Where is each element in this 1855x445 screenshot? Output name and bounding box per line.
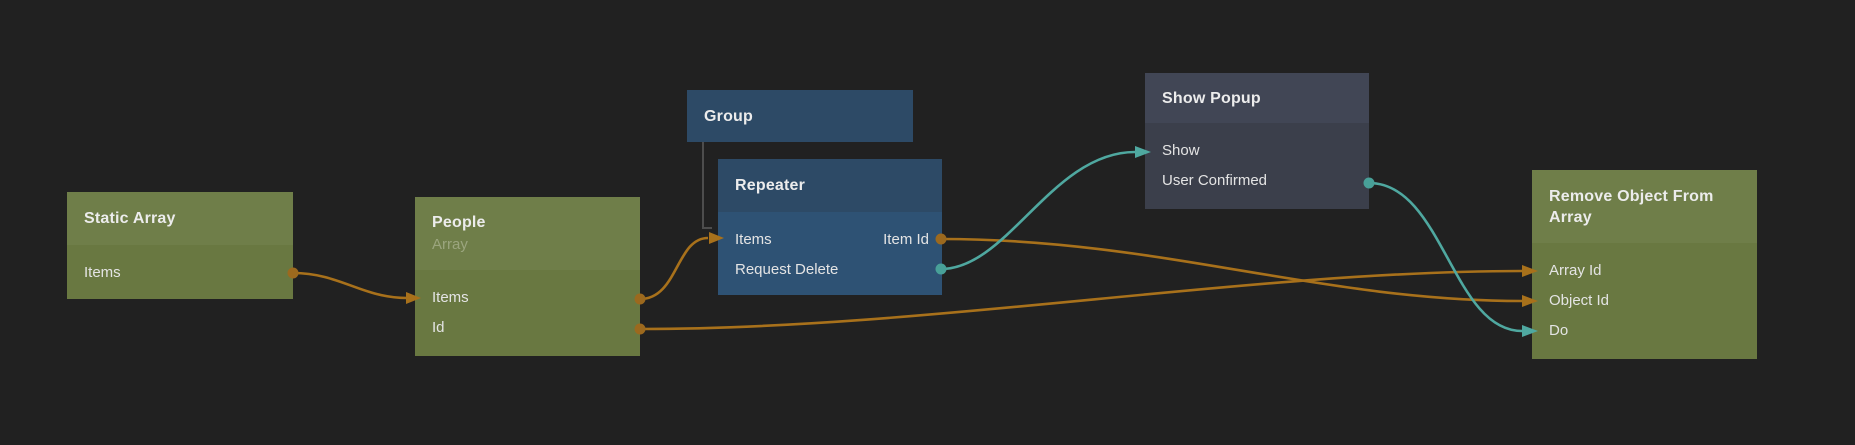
node-people[interactable]: People Array Items Id xyxy=(415,197,640,356)
port-label-show: Show xyxy=(1162,142,1200,159)
node-title: Repeater xyxy=(735,177,806,194)
node-remove-object-body: Array Id Object Id Do xyxy=(1532,243,1757,359)
wire-showpopup-userconfirmed-to-remove-do[interactable] xyxy=(1368,181,1523,333)
wire-repeater-itemid-to-remove-object-id[interactable] xyxy=(940,237,1523,303)
port-row-items-output[interactable]: Items xyxy=(67,258,293,288)
node-title: Group xyxy=(704,107,753,125)
node-people-body: Items Id xyxy=(415,270,640,356)
port-row-show[interactable]: Show xyxy=(1145,136,1369,166)
port-label-items: Items xyxy=(735,231,772,248)
port-label-id: Id xyxy=(432,319,445,336)
port-label-items: Items xyxy=(84,264,121,281)
node-people-header[interactable]: People Array xyxy=(415,197,640,270)
wire-people-items-to-repeater-items[interactable] xyxy=(639,236,709,301)
wire-staticarray-items-to-people-items[interactable] xyxy=(292,271,408,300)
node-group[interactable]: Group xyxy=(687,90,913,142)
node-static-array-body: Items xyxy=(67,245,293,299)
port-label-request-delete: Request Delete xyxy=(735,261,839,278)
port-row-user-confirmed[interactable]: User Confirmed xyxy=(1145,166,1369,196)
port-label-user-confirmed: User Confirmed xyxy=(1162,172,1268,189)
node-remove-object-from-array[interactable]: Remove Object From Array Array Id Object… xyxy=(1532,170,1757,359)
port-label-item-id: Item Id xyxy=(883,231,929,248)
node-repeater-body: Items Item Id Request Delete xyxy=(718,212,942,295)
node-group-header[interactable]: Group xyxy=(687,90,913,142)
node-title: Remove Object From Array xyxy=(1549,187,1714,226)
port-label-array-id: Array Id xyxy=(1549,262,1602,279)
port-row-array-id[interactable]: Array Id xyxy=(1532,256,1757,286)
node-static-array[interactable]: Static Array Items xyxy=(67,192,293,299)
wire-repeater-requestdelete-to-showpopup-show[interactable] xyxy=(940,150,1136,271)
port-label-object-id: Object Id xyxy=(1549,292,1610,309)
port-row-items-itemid[interactable]: Items Item Id xyxy=(718,225,942,255)
node-title: People xyxy=(432,214,486,231)
port-label-items: Items xyxy=(432,289,469,306)
node-title: Static Array xyxy=(84,210,176,227)
port-row-do[interactable]: Do xyxy=(1532,316,1757,346)
port-row-object-id[interactable]: Object Id xyxy=(1532,286,1757,316)
node-show-popup-body: Show User Confirmed xyxy=(1145,123,1369,209)
node-title: Show Popup xyxy=(1162,89,1261,107)
port-row-request-delete[interactable]: Request Delete xyxy=(718,255,942,285)
node-static-array-header[interactable]: Static Array xyxy=(67,192,293,245)
node-subtitle: Array xyxy=(432,236,468,253)
port-row-items[interactable]: Items xyxy=(415,283,640,313)
port-row-id-output[interactable]: Id xyxy=(415,313,640,343)
node-repeater[interactable]: Repeater Items Item Id Request Delete xyxy=(718,159,942,295)
node-remove-object-header[interactable]: Remove Object From Array xyxy=(1532,170,1757,243)
node-show-popup[interactable]: Show Popup Show User Confirmed xyxy=(1145,73,1369,209)
port-label-do: Do xyxy=(1549,322,1569,339)
node-repeater-header[interactable]: Repeater xyxy=(718,159,942,212)
tree-child-connector-group-repeater xyxy=(702,142,712,229)
node-show-popup-header[interactable]: Show Popup xyxy=(1145,73,1369,123)
